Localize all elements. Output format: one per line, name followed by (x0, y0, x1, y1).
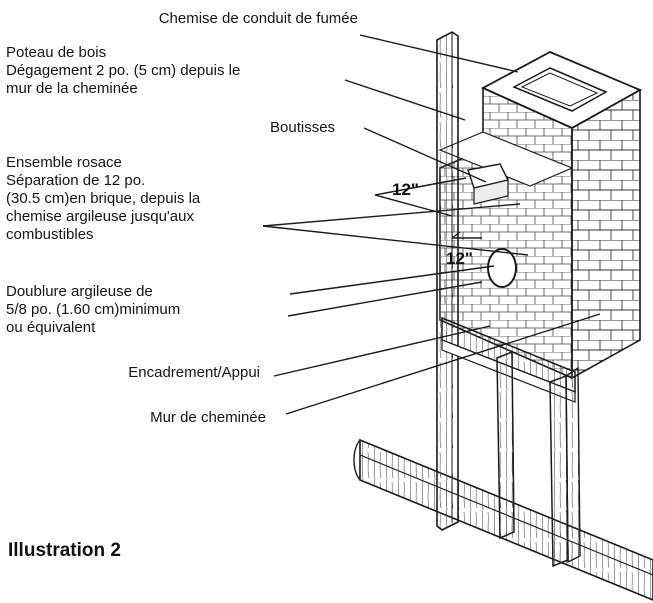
label-wood-stud: Poteau de bois Dégagement 2 po. (5 cm) d… (6, 44, 240, 98)
header-bricks (467, 163, 510, 205)
label-thimble: Ensemble rosace Séparation de 12 po. (30… (6, 154, 200, 244)
clearance-dimension-lower: 12" (446, 249, 473, 268)
label-clay-liner-line-3: ou équivalent (6, 319, 96, 336)
label-thimble-line-3: (30.5 cm)en brique, depuis la (6, 190, 201, 207)
label-thimble-line-5: combustibles (6, 226, 94, 243)
label-thimble-line-1: Ensemble rosace (6, 154, 122, 171)
leader-lines (262, 34, 601, 415)
clearance-dimension-upper: 12" (392, 180, 419, 199)
label-clay-liner: Doublure argileuse de 5/8 po. (1.60 cm)m… (6, 283, 180, 337)
label-chimney-wall: Mur de cheminée (150, 409, 266, 426)
label-clay-liner-line-1: Doublure argileuse de (6, 283, 153, 300)
label-clay-liner-line-2: 5/8 po. (1.60 cm)minimum (6, 301, 181, 318)
label-wood-stud-line-1: Poteau de bois (6, 44, 107, 61)
lower-studs (496, 350, 581, 568)
figure-caption: Illustration 2 (8, 540, 121, 561)
label-headers: Boutisses (270, 119, 336, 136)
label-wood-stud-line-3: mur de la cheminée (6, 80, 138, 97)
label-framing: Encadrement/Appui (128, 364, 260, 381)
label-thimble-line-4: chemise argileuse jusqu'aux (6, 208, 194, 225)
wood-stud (436, 31, 459, 531)
label-thimble-line-2: Séparation de 12 po. (6, 172, 146, 189)
label-flue-liner: Chemise de conduit de fumée (158, 10, 358, 27)
label-wood-stud-line-2: Dégagement 2 po. (5 cm) depuis le (6, 62, 241, 79)
